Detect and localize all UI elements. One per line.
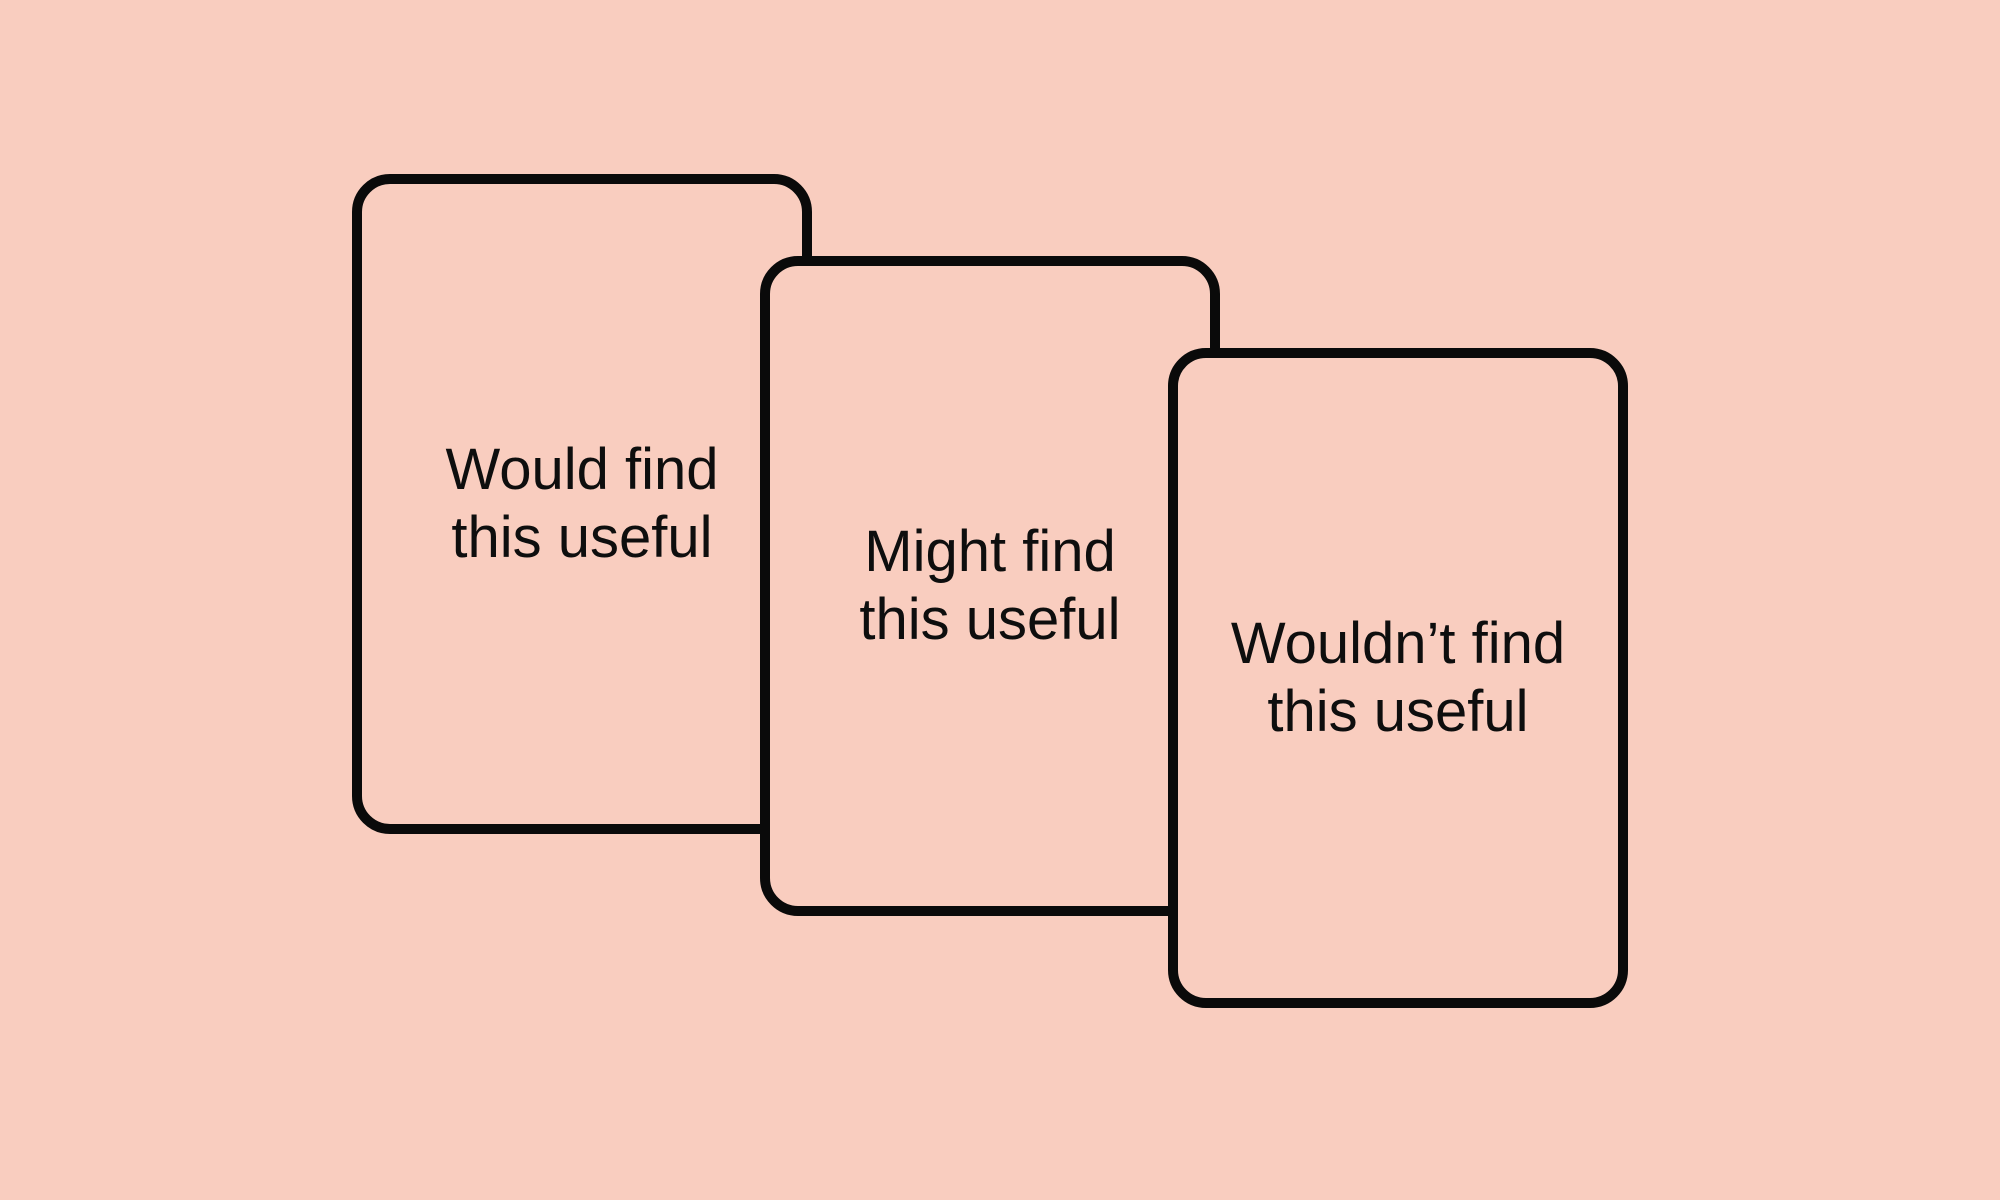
card-label: Might find this useful — [859, 519, 1121, 652]
card-label: Would find this useful — [445, 437, 719, 570]
card-wouldnt-find-useful: Wouldn’t find this useful — [1168, 348, 1628, 1008]
card-would-find-useful: Would find this useful — [352, 174, 812, 834]
card-might-find-useful: Might find this useful — [760, 256, 1220, 916]
card-label: Wouldn’t find this useful — [1230, 611, 1566, 744]
